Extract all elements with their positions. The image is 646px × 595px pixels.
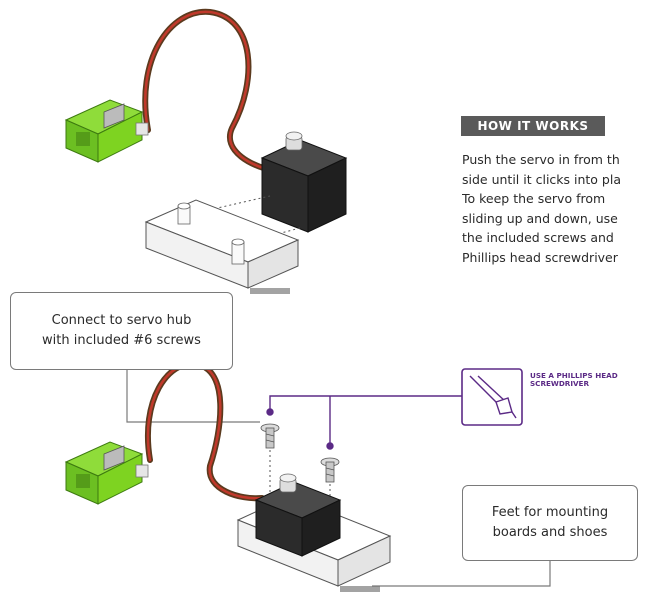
how-it-works-heading: HOW IT WORKS (461, 116, 605, 136)
screw-left (260, 423, 280, 449)
screwdriver-tip-label: USE A PHILLIPS HEAD SCREWDRIVER (530, 372, 646, 388)
callout-hub-leader (126, 370, 260, 423)
servo-mount-top (144, 199, 300, 294)
screw-right (320, 457, 340, 483)
callout-line: Connect to servo hub (51, 313, 192, 328)
how-it-works-line: Phillips head screwdriver (462, 249, 618, 265)
callout-servo-hub: Connect to servo hub with included #6 sc… (10, 292, 233, 370)
how-it-works-line: side until it clicks into pla (462, 171, 621, 187)
servo-motor-top (260, 131, 348, 233)
callout-line: Feet for mounting (491, 505, 609, 520)
callout-line: boards and shoes (492, 525, 608, 540)
servo-cable-bottom (144, 360, 265, 502)
servo-cable-top (142, 8, 285, 175)
how-it-works-line: To keep the servo from (462, 191, 606, 206)
how-it-works-text: Push the servo in from th side until it … (462, 150, 646, 267)
screwdriver-icon (461, 368, 523, 426)
callout-mounting-feet: Feet for mounting boards and shoes (462, 485, 638, 561)
callout-feet-leader (372, 561, 551, 587)
screwdriver-leader (266, 395, 462, 450)
servo-motor-bottom (254, 473, 342, 557)
how-it-works-line: sliding up and down, use (462, 210, 618, 226)
servo-bit-module-bottom (64, 441, 149, 505)
callout-line: with included #6 screws (42, 333, 201, 348)
tip-line: USE A PHILLIPS HEAD (530, 372, 618, 380)
how-it-works-line: Push the servo in from th (462, 152, 620, 167)
servo-bit-module-top (64, 99, 149, 163)
tip-line: SCREWDRIVER (530, 379, 590, 388)
how-it-works-line: the included screws and (462, 230, 614, 245)
